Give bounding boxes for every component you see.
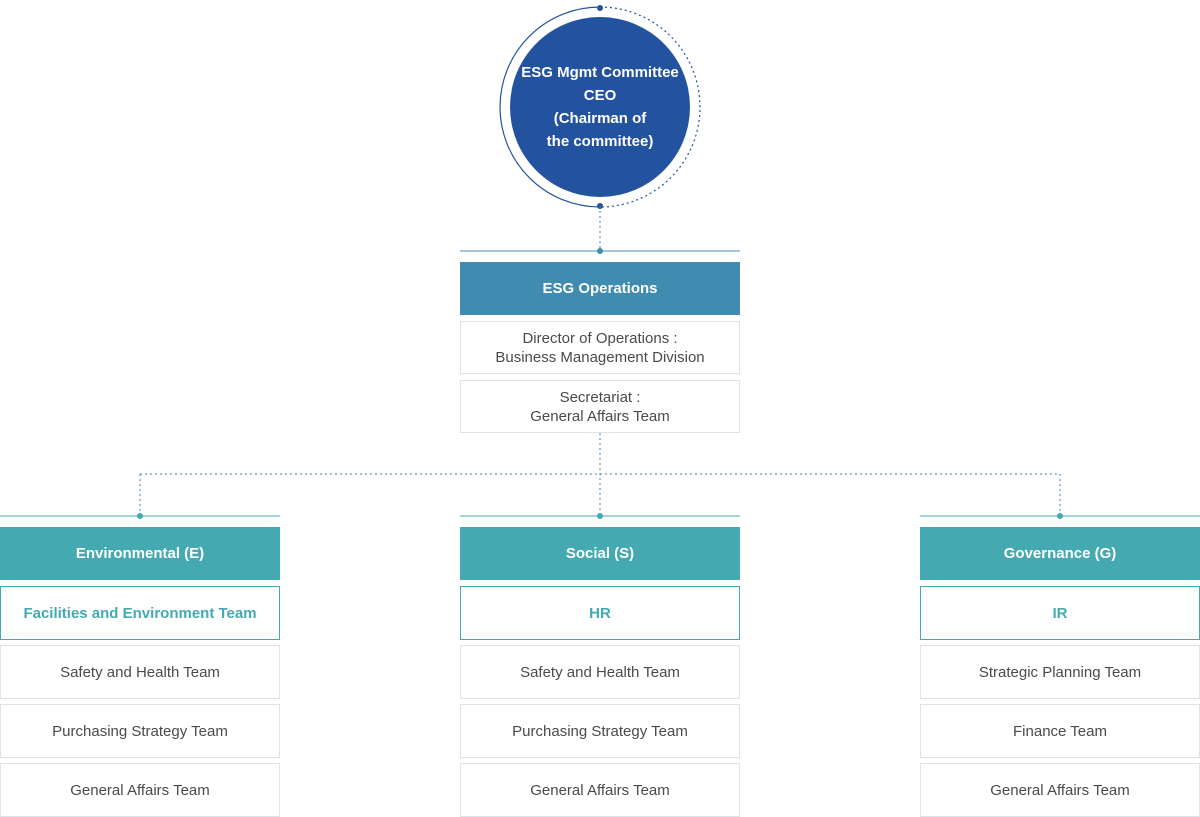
- pillar-environmental-header: Environmental (E): [0, 527, 280, 580]
- team-label: General Affairs Team: [70, 781, 210, 799]
- pillar-title: Governance (G): [1003, 545, 1117, 562]
- secretariat-box: Secretariat : General Affairs Team: [460, 380, 740, 433]
- committee-ring-solid: [499, 6, 601, 208]
- committee-role-line1: (Chairman of: [553, 110, 647, 127]
- pillar-title: Environmental (E): [75, 545, 205, 562]
- committee-ring-dotted: [599, 6, 701, 208]
- committee-ceo: CEO: [583, 87, 617, 104]
- team-label: Purchasing Strategy Team: [52, 722, 228, 740]
- ring-dot-top: [597, 5, 603, 11]
- pillar-governance-lead: IR: [920, 586, 1200, 640]
- team-box: General Affairs Team: [920, 763, 1200, 817]
- esg-mgmt-committee-node: ESG Mgmt Committee CEO (Chairman of the …: [510, 17, 690, 197]
- team-box: General Affairs Team: [460, 763, 740, 817]
- lead-team-label: HR: [589, 604, 611, 622]
- team-label: Safety and Health Team: [520, 663, 680, 681]
- pillar-governance-header: Governance (G): [920, 527, 1200, 580]
- team-box: General Affairs Team: [0, 763, 280, 817]
- secretariat-label: Secretariat :: [559, 388, 641, 406]
- pillar-social-lead: HR: [460, 586, 740, 640]
- director-label: Director of Operations :: [522, 329, 678, 347]
- pillar-environmental-lead: Facilities and Environment Team: [0, 586, 280, 640]
- team-box: Strategic Planning Team: [920, 645, 1200, 699]
- esg-operations-title: ESG Operations: [542, 280, 658, 297]
- director-value: Business Management Division: [495, 348, 705, 366]
- team-box: Safety and Health Team: [0, 645, 280, 699]
- director-of-operations-box: Director of Operations : Business Manage…: [460, 321, 740, 374]
- team-box: Purchasing Strategy Team: [460, 704, 740, 758]
- pillar-social-header: Social (S): [460, 527, 740, 580]
- team-box: Purchasing Strategy Team: [0, 704, 280, 758]
- team-label: General Affairs Team: [530, 781, 670, 799]
- pillar-title: Social (S): [565, 545, 635, 562]
- team-box: Safety and Health Team: [460, 645, 740, 699]
- secretariat-value: General Affairs Team: [530, 407, 670, 425]
- lead-team-label: IR: [1052, 604, 1068, 622]
- team-label: Finance Team: [1013, 722, 1107, 740]
- team-label: General Affairs Team: [990, 781, 1130, 799]
- esg-operations-header: ESG Operations: [460, 262, 740, 315]
- lead-team-label: Facilities and Environment Team: [23, 604, 257, 622]
- committee-name: ESG Mgmt Committee: [521, 64, 679, 81]
- team-label: Strategic Planning Team: [978, 663, 1142, 681]
- team-box: Finance Team: [920, 704, 1200, 758]
- team-label: Purchasing Strategy Team: [512, 722, 688, 740]
- team-label: Safety and Health Team: [60, 663, 220, 681]
- committee-role-line2: the committee): [546, 133, 654, 150]
